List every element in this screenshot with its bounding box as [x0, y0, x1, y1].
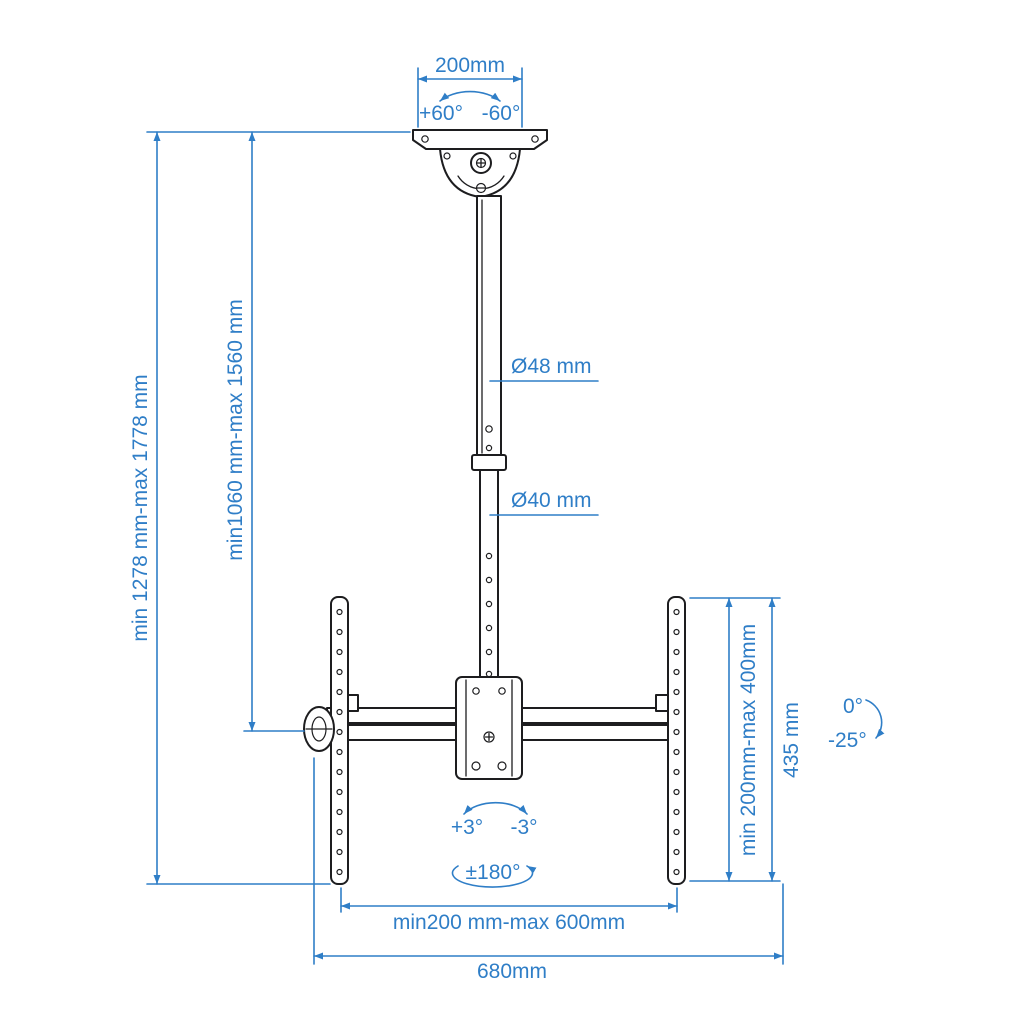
dim-total-height: min 1278 mm-max 1778 mm [129, 131, 411, 885]
dim-level-negative-label: -3° [510, 816, 537, 839]
left-vesa-rail [330, 596, 349, 885]
dim-pole-height: min1060 mm-max 1560 mm [224, 131, 305, 732]
ceiling-plate [412, 129, 548, 198]
dim-lower-pole-diameter: Ø40 mm [489, 489, 599, 516]
dim-upper-pole-diameter-label: Ø48 mm [511, 355, 592, 378]
dim-total-height-label: min 1278 mm-max 1778 mm [129, 374, 152, 641]
dim-tilt-negative-label: -25° [828, 729, 867, 752]
dim-upper-pole-diameter: Ø48 mm [489, 355, 599, 382]
dim-total-width-label: 680mm [477, 960, 547, 983]
pole-collar [471, 454, 507, 471]
dim-tilt: 0° -25° [828, 695, 885, 752]
dim-rotation: ±180° [451, 861, 537, 888]
right-vesa-rail [667, 596, 686, 885]
dim-rail-height: 435 mm [768, 597, 803, 882]
dim-level-positive-label: +3° [451, 816, 483, 839]
upper-pole [476, 195, 502, 458]
tilt-bracket [455, 676, 523, 780]
dim-total-width: 680mm [313, 757, 784, 983]
dim-swivel-positive-label: +60° [419, 102, 463, 125]
dim-rotation-label: ±180° [466, 861, 521, 884]
dim-vesa-height: min 200mm-max 400mm [689, 597, 781, 882]
dim-level: +3° -3° [451, 801, 538, 839]
dim-plate-width: 200mm [417, 54, 523, 128]
dim-lower-pole-diameter-label: Ø40 mm [511, 489, 592, 512]
dim-vesa-height-label: min 200mm-max 400mm [737, 624, 760, 856]
dim-tilt-zero-label: 0° [843, 695, 863, 718]
dim-plate-width-label: 200mm [435, 54, 505, 77]
dim-vesa-width: min200 mm-max 600mm [340, 887, 678, 934]
adjustment-knob [303, 706, 335, 752]
dim-pole-height-label: min1060 mm-max 1560 mm [224, 299, 247, 560]
dim-rail-height-label: 435 mm [780, 702, 803, 778]
dim-vesa-width-label: min200 mm-max 600mm [393, 911, 625, 934]
telescopic-pole [471, 195, 507, 692]
dim-swivel: +60° -60° [419, 90, 521, 125]
dim-swivel-negative-label: -60° [482, 102, 521, 125]
